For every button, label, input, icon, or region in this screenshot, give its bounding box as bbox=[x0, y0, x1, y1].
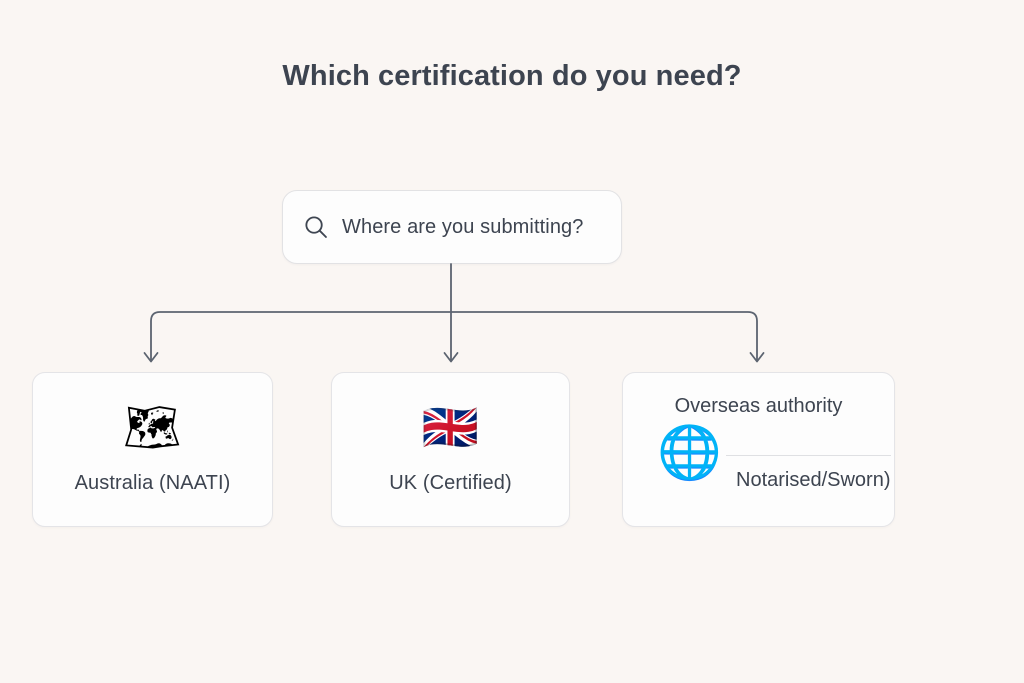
option-card-overseas-label: Notarised/Sworn) bbox=[736, 469, 891, 491]
arrow-head-left bbox=[143, 352, 159, 363]
connector-bar bbox=[150, 311, 758, 361]
search-node-label: Where are you submitting? bbox=[342, 215, 584, 238]
arrow-head-middle bbox=[443, 352, 459, 363]
option-card-uk-label: UK (Certified) bbox=[389, 472, 512, 494]
overseas-divider bbox=[726, 455, 891, 456]
search-node[interactable]: Where are you submitting? bbox=[282, 190, 622, 264]
option-card-overseas-title: Overseas authority bbox=[674, 395, 843, 417]
page-title: Which certification do you need? bbox=[282, 60, 742, 92]
branch-connector bbox=[143, 263, 765, 363]
globe-document-icon: 🌐 bbox=[657, 424, 722, 482]
card-content: 🗺 Australia (NAATI) bbox=[33, 373, 272, 526]
australia-map-icon: 🗺 bbox=[123, 401, 182, 453]
uk-flag-icon: 🇬🇧 bbox=[421, 401, 480, 453]
option-card-australia-label: Australia (NAATI) bbox=[74, 472, 231, 494]
arrow-head-right bbox=[749, 352, 765, 363]
option-card-uk[interactable]: 🇬🇧 UK (Certified) bbox=[331, 372, 570, 527]
search-icon bbox=[305, 216, 327, 238]
card-content: 🇬🇧 UK (Certified) bbox=[332, 373, 569, 526]
option-card-overseas[interactable]: Overseas authority 🌐 Notarised/Sworn) bbox=[622, 372, 895, 527]
option-card-australia[interactable]: 🗺 Australia (NAATI) bbox=[32, 372, 273, 527]
